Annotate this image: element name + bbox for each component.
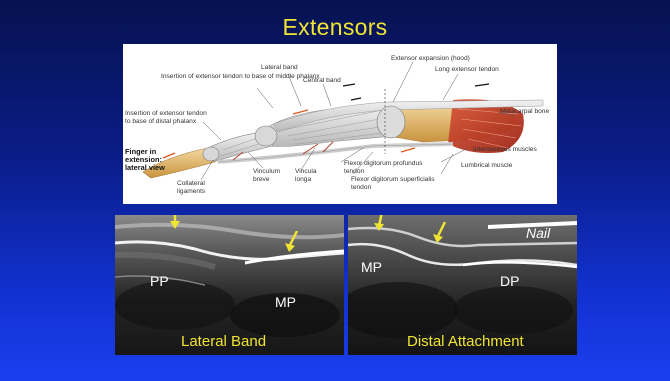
- label-vinculum-breve: Vinculum breve: [253, 168, 293, 183]
- caption-distal-attachment: Distal Attachment: [407, 333, 524, 350]
- yellow-arrow-icon: [372, 215, 388, 232]
- label-lumbrical: Lumbrical muscle: [461, 162, 512, 170]
- label-nail: Nail: [526, 225, 550, 241]
- label-insertion-distal: Insertion of extensor tendon to base of …: [125, 110, 213, 125]
- label-fds: Flexor digitorum superficialis tendon: [351, 176, 437, 191]
- anatomy-illustration: Insertion of extensor tendon to base of …: [123, 44, 557, 204]
- label-interosseous: Interosseous muscles: [473, 146, 537, 154]
- ultrasound-distal-attachment: Nail MP DP Distal Attachment: [348, 215, 577, 355]
- label-mp-right: MP: [361, 259, 382, 275]
- label-lateral-band: Lateral band: [261, 64, 298, 72]
- caption-lateral-band: Lateral Band: [181, 333, 266, 350]
- label-vincula-longa: Vincula longa: [295, 168, 329, 183]
- label-insertion-middle: Insertion of extensor tendon to base of …: [161, 73, 320, 81]
- label-extensor-expansion: Extensor expansion (hood): [391, 55, 470, 63]
- label-metacarpal: Metacarpal bone: [500, 108, 549, 116]
- ultrasound-lateral-band: PP MP Lateral Band: [115, 215, 344, 355]
- label-finger-extension: Finger in extension: lateral view: [125, 148, 177, 173]
- label-pp: PP: [150, 273, 169, 289]
- label-long-extensor: Long extensor tendon: [435, 66, 499, 74]
- label-fdp: Flexor digitorum profundus tendon: [344, 160, 426, 175]
- yellow-arrow-icon: [283, 231, 301, 253]
- label-dp: DP: [500, 273, 519, 289]
- slide-title: Extensors: [0, 14, 670, 41]
- label-collateral: Collateral ligaments: [177, 180, 225, 195]
- label-mp-left: MP: [275, 294, 296, 310]
- yellow-arrow-icon: [167, 215, 183, 231]
- yellow-arrow-icon: [431, 222, 449, 244]
- label-central-band: Central band: [303, 77, 341, 85]
